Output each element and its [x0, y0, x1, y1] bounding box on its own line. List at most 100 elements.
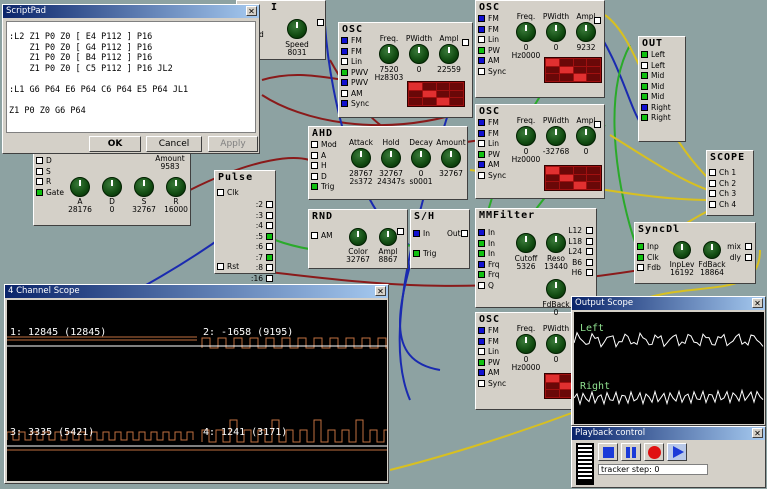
output-port[interactable] [586, 248, 593, 255]
input-port[interactable] [641, 93, 648, 100]
pause-button[interactable] [621, 443, 641, 461]
sh-trig-port[interactable] [413, 250, 420, 257]
patch-cable[interactable] [609, 134, 709, 191]
input-port[interactable] [637, 243, 644, 250]
input-port[interactable] [478, 369, 485, 376]
knob[interactable] [411, 148, 431, 168]
knob[interactable] [546, 279, 566, 299]
knob[interactable] [673, 241, 691, 259]
output-port[interactable] [745, 243, 752, 250]
knob[interactable] [546, 22, 566, 42]
output-port[interactable] [586, 258, 593, 266]
knob[interactable] [381, 148, 401, 168]
knob[interactable] [516, 126, 536, 146]
input-port[interactable] [36, 157, 43, 164]
apply-button[interactable]: Apply [208, 136, 258, 152]
input-port[interactable] [478, 46, 485, 54]
knob[interactable] [134, 177, 154, 197]
output-port[interactable] [397, 228, 404, 235]
input-port[interactable] [478, 129, 485, 137]
input-port[interactable] [478, 161, 485, 168]
knob[interactable] [546, 126, 566, 146]
pattern-grid[interactable] [544, 57, 602, 83]
knob[interactable] [102, 177, 122, 197]
output-port[interactable] [266, 232, 273, 240]
input-port[interactable] [341, 47, 348, 55]
patch-cable[interactable] [639, 249, 761, 301]
input-port[interactable] [641, 51, 648, 58]
input-port[interactable] [341, 58, 348, 65]
output-port[interactable] [586, 237, 593, 245]
input-port[interactable] [641, 61, 648, 69]
knob[interactable] [439, 44, 459, 64]
input-port[interactable] [478, 171, 485, 179]
output-port[interactable] [594, 17, 601, 24]
sh-out-port[interactable] [461, 230, 468, 237]
knob[interactable] [546, 233, 566, 253]
output-port[interactable] [266, 222, 273, 229]
input-port[interactable] [709, 179, 716, 187]
close-icon[interactable]: ✕ [246, 6, 257, 16]
knob[interactable] [576, 22, 596, 42]
output-port[interactable] [266, 274, 273, 282]
output-scope-window[interactable]: Output Scope✕ Left Right [571, 296, 766, 426]
input-port[interactable] [36, 188, 43, 196]
knob[interactable] [70, 177, 90, 197]
input-port[interactable] [341, 68, 348, 76]
play-button[interactable] [667, 443, 687, 461]
output-port[interactable] [266, 201, 273, 208]
input-port[interactable] [478, 337, 485, 345]
input-port[interactable] [709, 200, 716, 208]
input-port[interactable] [709, 190, 716, 197]
record-button[interactable] [644, 443, 664, 461]
input-port[interactable] [478, 67, 485, 75]
output-port[interactable] [586, 227, 593, 234]
input-port[interactable] [478, 348, 485, 355]
input-port[interactable] [478, 379, 485, 387]
input-port[interactable] [637, 264, 644, 271]
knob[interactable] [379, 44, 399, 64]
four-channel-scope-window[interactable]: 4 Channel Scope✕ 1: 12845 (12845) 2: -16… [4, 284, 389, 484]
output-port[interactable] [266, 264, 273, 271]
speed-knob[interactable] [287, 19, 307, 39]
ok-button[interactable]: OK [89, 136, 141, 152]
knob[interactable] [576, 126, 596, 146]
input-port[interactable] [311, 172, 318, 180]
input-port[interactable] [709, 169, 716, 176]
input-port[interactable] [641, 72, 648, 79]
input-port[interactable] [478, 229, 485, 236]
output-port[interactable] [266, 253, 273, 261]
input-port[interactable] [311, 141, 318, 148]
output-port[interactable] [266, 243, 273, 250]
input-port[interactable] [478, 57, 485, 64]
input-port[interactable] [478, 358, 485, 366]
input-port[interactable] [478, 327, 485, 334]
playback-control-window[interactable]: Playback control✕ tracker step: 0 [571, 426, 766, 488]
close-icon[interactable]: ✕ [752, 298, 763, 308]
knob[interactable] [516, 334, 536, 354]
knob[interactable] [441, 148, 461, 168]
input-port[interactable] [478, 150, 485, 158]
am-port[interactable] [311, 232, 318, 239]
knob[interactable] [516, 22, 536, 42]
input-port[interactable] [478, 15, 485, 22]
patch-cable[interactable] [389, 409, 581, 471]
input-port[interactable] [478, 25, 485, 33]
knob[interactable] [379, 228, 397, 246]
input-port[interactable] [341, 79, 348, 86]
knob[interactable] [409, 44, 429, 64]
knob[interactable] [349, 228, 367, 246]
output-port[interactable] [745, 253, 752, 261]
script-editor[interactable]: :L2 Z1 P0 Z0 [ E4 P112 ] P16 Z1 P0 Z0 [ … [6, 21, 256, 133]
pattern-grid[interactable] [544, 165, 602, 191]
close-icon[interactable]: ✕ [375, 286, 386, 296]
knob[interactable] [166, 177, 186, 197]
input-port[interactable] [478, 36, 485, 43]
